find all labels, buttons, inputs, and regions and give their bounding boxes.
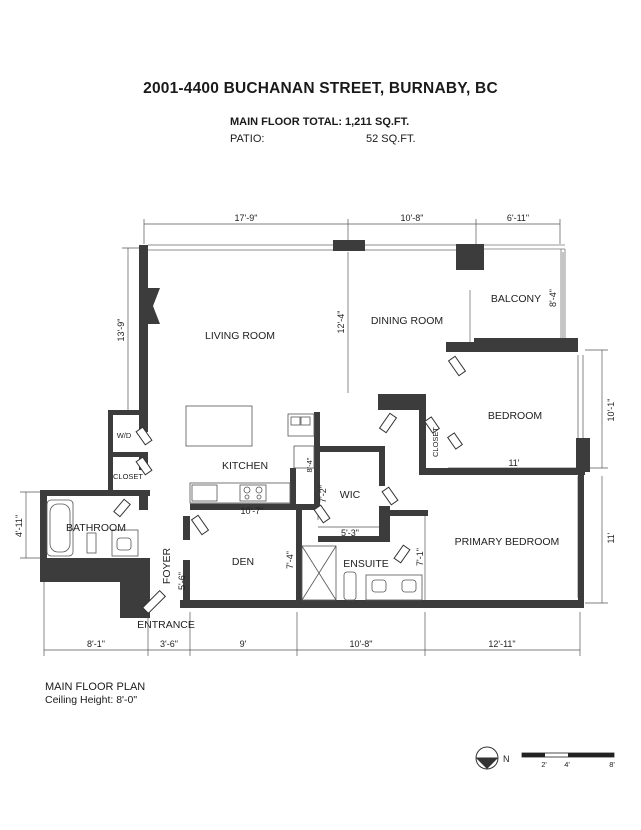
doors (113, 355, 467, 615)
scale-bar: 2' 4' 8' (521, 752, 615, 769)
dim-kitchen-depth: 8'-4" (305, 457, 314, 472)
dim-bedroom-height: 10'-1" (606, 399, 616, 422)
walls (40, 240, 590, 618)
dim-left-living: 13'-9" (116, 319, 126, 342)
label-primary-bedroom: PRIMARY BEDROOM (455, 536, 560, 548)
dim-kitchen-width: 10'-7" (241, 506, 264, 516)
fixtures (46, 405, 423, 601)
north-label: N (503, 754, 510, 764)
main-floor-total-label: MAIN FLOOR TOTAL: (230, 116, 343, 128)
room-labels: LIVING ROOM DINING ROOM BALCONY BEDROOM … (66, 293, 559, 631)
dim-foyer-height: 5'-6" (177, 572, 187, 590)
label-wd: W/D (117, 431, 132, 440)
label-bedroom: BEDROOM (488, 410, 542, 422)
plan-address: 2001-4400 BUCHANAN STREET, BURNABY, BC (143, 80, 498, 97)
dim-dining-height: 12'-4" (336, 311, 346, 334)
dim-bottom-foyer: 3'-6" (160, 639, 178, 649)
label-wic: WIC (340, 489, 361, 501)
dim-bathroom-height: 4'-11" (14, 515, 24, 537)
balcony-railing (469, 244, 566, 342)
scale-label-8: 8' (609, 760, 615, 769)
label-dining-room: DINING ROOM (371, 315, 443, 327)
north-arrow-icon: N (475, 746, 510, 770)
dimension-labels: 17'-9" 10'-8" 6'-11" 13'-9" 12'-4" 8'-4"… (14, 213, 616, 649)
dim-top-dining: 10'-8" (401, 213, 424, 223)
label-foyer: FOYER (161, 547, 173, 584)
scale-label-2: 2' (541, 760, 547, 769)
dim-bottom-bath: 8'-1" (87, 639, 105, 649)
dim-balcony-height: 8'-4" (548, 289, 558, 307)
label-closet-hall: CLOSET (113, 472, 143, 481)
dim-top-living: 17'-9" (235, 213, 258, 223)
patio-label: PATIO: (230, 133, 265, 145)
dim-bottom-ensuite: 10'-8" (350, 639, 373, 649)
dim-bottom-den: 9' (240, 639, 247, 649)
dim-den-height: 7'-4" (285, 551, 295, 569)
dim-wic-width: 5'-3" (341, 528, 359, 538)
scale-label-4: 4' (564, 760, 570, 769)
label-bathroom: BATHROOM (66, 522, 126, 534)
patio-value: 52 SQ.FT. (366, 133, 416, 145)
dim-ensuite-height: 7'-1" (415, 548, 425, 566)
dim-primary-height: 11' (606, 532, 616, 543)
label-entrance: ENTRANCE (137, 619, 195, 631)
main-floor-total-value: 1,211 SQ.FT. (345, 116, 410, 128)
label-kitchen: KITCHEN (222, 460, 268, 472)
dim-wic-height: 7'-2" (318, 485, 328, 503)
ceiling-height: Ceiling Height: 8'-0" (45, 694, 138, 706)
dim-top-balcony: 6'-11" (507, 213, 529, 223)
dim-bottom-primary: 12'-11" (488, 639, 515, 649)
plan-title: MAIN FLOOR PLAN (45, 681, 146, 693)
label-closet-bedroom: CLOSET (431, 427, 440, 457)
label-ensuite: ENSUITE (343, 558, 389, 570)
dim-bedroom-width: 11' (508, 458, 519, 468)
label-living-room: LIVING ROOM (205, 330, 275, 342)
label-den: DEN (232, 556, 254, 568)
label-balcony: BALCONY (491, 293, 541, 305)
